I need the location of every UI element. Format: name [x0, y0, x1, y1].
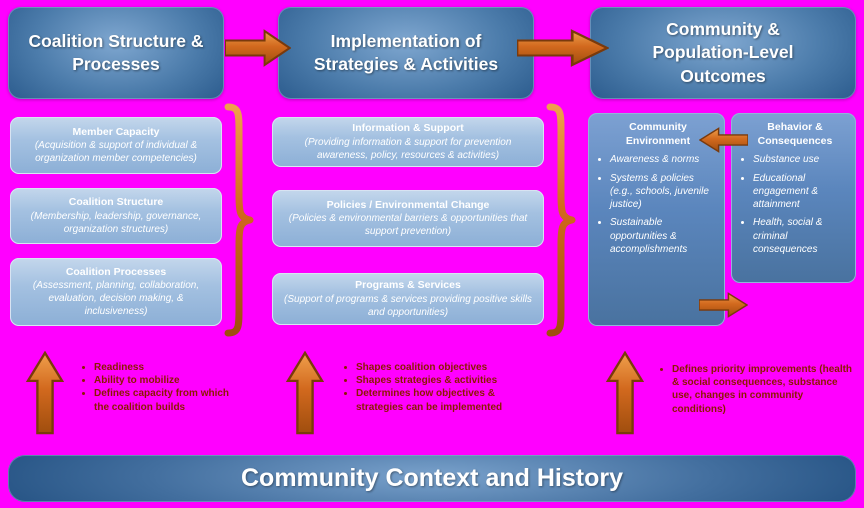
box-title: Community Environment: [625, 121, 691, 147]
box-title: Coalition Processes: [65, 265, 167, 278]
arrow-up-icon: [286, 351, 324, 435]
note-item: Shapes strategies & activities: [356, 374, 540, 387]
arrow-up-icon: [606, 351, 644, 435]
footer-title: Community Context and History: [241, 464, 623, 492]
arrow-note-outcomes: Defines priority improvements (health & …: [660, 363, 854, 416]
curly-brace-icon: [546, 103, 576, 337]
box-title: Member Capacity: [72, 125, 160, 138]
bullet-list: Substance use Educational engagement & a…: [740, 153, 850, 256]
header-title: Implementation of Strategies & Activitie…: [313, 30, 499, 74]
box-body: (Support of programs & services providin…: [284, 293, 532, 318]
box-title: Information & Support: [352, 122, 464, 135]
box-title: Programs & Services: [355, 279, 461, 292]
note-item: Determines how objectives & strategies c…: [356, 387, 540, 413]
box-coalition-structure: Coalition Structure (Membership, leaders…: [10, 188, 222, 244]
arrow-note-implementation: Shapes coalition objectives Shapes strat…: [344, 361, 540, 414]
box-coalition-processes: Coalition Processes (Assessment, plannin…: [10, 258, 222, 326]
header-box-outcomes: Community & Population-Level Outcomes: [590, 7, 856, 99]
flow-arrow-right-icon: [517, 29, 609, 67]
header-title: Coalition Structure & Processes: [28, 30, 204, 74]
header-box-implementation: Implementation of Strategies & Activitie…: [278, 7, 534, 99]
arrow-note-structure: Readiness Ability to mobilize Defines ca…: [82, 361, 234, 414]
box-body: (Policies & environmental barriers & opp…: [288, 213, 528, 238]
box-title: Policies / Environmental Change: [326, 198, 490, 211]
note-item: Defines priority improvements (health & …: [672, 363, 854, 416]
flow-arrow-right-icon: [225, 29, 291, 67]
arrow-up-icon: [26, 351, 64, 435]
bullet-item: Awareness & norms: [610, 153, 719, 166]
note-item: Ability to mobilize: [94, 374, 234, 387]
curly-brace-icon: [224, 103, 254, 337]
bullet-item: Systems & policies (e.g., schools, juven…: [610, 172, 719, 212]
note-item: Shapes coalition objectives: [356, 361, 540, 374]
bullet-item: Sustainable opportunities & accomplishme…: [610, 216, 719, 256]
arrow-right-icon: [699, 292, 748, 318]
box-information-support: Information & Support (Providing informa…: [272, 117, 544, 167]
header-title: Community & Population-Level Outcomes: [652, 19, 794, 86]
bullet-item: Educational engagement & attainment: [753, 172, 850, 212]
box-behavior-consequences: Behavior & Consequences Substance use Ed…: [731, 113, 856, 283]
box-body: (Assessment, planning, collaboration, ev…: [32, 280, 200, 318]
box-member-capacity: Member Capacity (Acquisition & support o…: [10, 117, 222, 174]
box-community-environment: Community Environment Awareness & norms …: [588, 113, 725, 326]
box-title: Coalition Structure: [68, 196, 164, 209]
header-box-coalition-structure: Coalition Structure & Processes: [8, 7, 224, 99]
footer-bar-community-context: Community Context and History: [8, 455, 856, 502]
note-item: Readiness: [94, 361, 234, 374]
bullet-item: Substance use: [753, 153, 850, 166]
box-programs-services: Programs & Services (Support of programs…: [272, 273, 544, 325]
note-item: Defines capacity from which the coalitio…: [94, 387, 234, 413]
box-body: (Membership, leadership, governance, org…: [30, 210, 202, 235]
bullet-item: Health, social & criminal consequences: [753, 216, 850, 256]
arrow-left-icon: [699, 127, 748, 153]
box-policies-environmental-change: Policies / Environmental Change (Policie…: [272, 190, 544, 247]
box-body: (Acquisition & support of individual & o…: [34, 140, 198, 165]
bullet-list: Awareness & norms Systems & policies (e.…: [597, 153, 719, 256]
box-title: Behavior & Consequences: [757, 121, 833, 147]
box-body: (Providing information & support for pre…: [304, 136, 512, 161]
